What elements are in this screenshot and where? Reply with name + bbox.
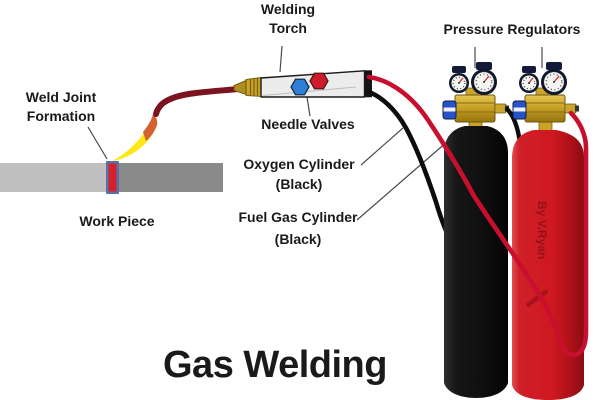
regulator-knob bbox=[512, 100, 527, 120]
needle-valve-red bbox=[309, 72, 329, 90]
label-weld-joint-line2: Formation bbox=[26, 108, 96, 124]
label-fuel-gas-cylinder-line2: (Black) bbox=[274, 231, 322, 247]
pressure-gauge bbox=[471, 69, 497, 95]
regulator-knob bbox=[442, 100, 457, 120]
label-needle-valves: Needle Valves bbox=[261, 116, 355, 132]
label-welding-torch-line2: Torch bbox=[269, 20, 307, 36]
label-oxygen-cylinder-line1: Oxygen Cylinder bbox=[243, 156, 355, 172]
label-welding-torch-line1: Welding bbox=[260, 1, 316, 17]
pressure-gauge bbox=[519, 73, 539, 93]
needle-valve-blue bbox=[290, 78, 310, 96]
label-fuel-gas-cylinder-line1: Fuel Gas Cylinder bbox=[238, 209, 358, 225]
regulator-outlet bbox=[494, 103, 507, 114]
label-oxygen-cylinder: Oxygen Cylinder (Black) bbox=[228, 154, 370, 194]
cylinder-print-mark bbox=[526, 289, 549, 307]
label-work-piece: Work Piece bbox=[79, 213, 155, 229]
watermark-text: By V.Ryan bbox=[535, 201, 549, 260]
label-weld-joint-line1: Weld Joint bbox=[25, 89, 97, 105]
pressure-gauge bbox=[449, 73, 469, 93]
leader-weld-joint bbox=[87, 126, 108, 160]
leader-fuel-gas-cylinder bbox=[356, 140, 449, 221]
welding-torch-graphic bbox=[260, 70, 372, 98]
label-weld-joint-formation: Weld Joint Formation bbox=[10, 88, 112, 126]
leader-needle-valves bbox=[306, 96, 311, 117]
oxygen-hose bbox=[366, 89, 450, 236]
leader-oxygen-cylinder bbox=[360, 127, 404, 166]
fuel-gas-regulator bbox=[512, 62, 579, 123]
fuel-gas-hose bbox=[366, 74, 589, 358]
pressure-gauge bbox=[541, 69, 567, 95]
page-title: Gas Welding bbox=[163, 344, 387, 386]
flame-graphic bbox=[112, 114, 158, 161]
torch-neck bbox=[153, 85, 251, 117]
torch-nozzle bbox=[233, 77, 262, 97]
label-fuel-gas-cylinder: Fuel Gas Cylinder (Black) bbox=[225, 206, 371, 250]
label-pressure-regulators: Pressure Regulators bbox=[443, 21, 581, 37]
label-welding-torch: Welding Torch bbox=[238, 0, 338, 38]
oxygen-regulator bbox=[442, 62, 509, 123]
torch-end-cap bbox=[364, 70, 372, 98]
leader-lines bbox=[87, 45, 543, 221]
weld-joint-graphic bbox=[106, 161, 119, 194]
fuel-gas-cylinder-graphic bbox=[512, 118, 584, 400]
leader-welding-torch bbox=[279, 45, 283, 73]
work-piece-graphic bbox=[0, 161, 223, 194]
label-oxygen-cylinder-line2: (Black) bbox=[275, 176, 323, 192]
